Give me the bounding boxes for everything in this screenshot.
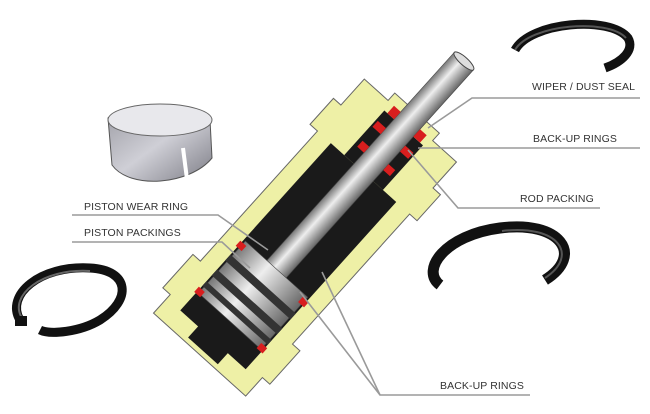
label-rod-packing: ROD PACKING [520, 193, 594, 205]
leader-rod-packing [407, 149, 600, 209]
leader-piston-packings [72, 241, 251, 269]
label-piston-wear-ring: PISTON WEAR RING [84, 201, 189, 213]
label-piston-packings: PISTON PACKINGS [84, 227, 181, 239]
leader-wear-ring [72, 214, 269, 251]
leader-lines [72, 97, 640, 396]
label-backup-rings-top: BACK-UP RINGS [533, 133, 617, 145]
leader-backup-bottom-2 [321, 271, 381, 396]
piston-packing-ring [12, 263, 127, 337]
label-backup-rings-bottom: BACK-UP RINGS [440, 380, 524, 392]
label-wiper-dust-seal: WIPER / DUST SEAL [532, 81, 636, 93]
wiper-seal-ring [511, 19, 635, 73]
cylinder-assembly [152, 51, 475, 397]
leader-wiper [427, 97, 640, 129]
rod-packing-ring [427, 221, 570, 290]
wear-band-ring [107, 103, 213, 188]
